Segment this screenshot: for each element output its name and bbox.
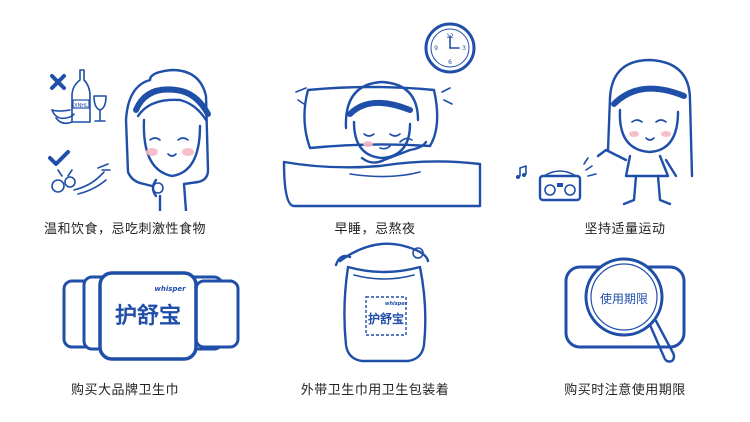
liquor-bottle-icon: XNHL — [71, 69, 91, 123]
wine-glass-icon — [93, 95, 107, 122]
pouch-brand-name: 护舒宝 — [368, 311, 404, 326]
blanket-shape — [282, 160, 482, 208]
sleep-illustration: 12 3 6 9 — [282, 22, 482, 208]
clock-number-9: 9 — [434, 45, 438, 52]
girl-eating-figure — [124, 68, 211, 211]
diet-caption: 温和饮食，忌吃刺激性食物 — [43, 222, 206, 237]
exercise-caption: 坚持适量运动 — [584, 222, 666, 237]
exercise-tip: 坚持适量运动 — [500, 0, 750, 237]
brand-sub-label: whisper — [154, 285, 186, 293]
brand-caption: 购买大品牌卫生巾 — [70, 383, 179, 398]
expiry-label: 使用期限 — [600, 291, 648, 306]
cross-icon — [50, 74, 66, 90]
dancing-girl-figure — [596, 58, 694, 206]
pad-package-front: whisper 护舒宝 — [98, 271, 198, 361]
bag-caption: 外带卫生巾用卫生包装着 — [300, 383, 450, 398]
sleep-caption: 早睡，忌熬夜 — [334, 222, 416, 237]
chili-pepper-icon — [51, 109, 75, 125]
pouch-brand-sub: whisper — [385, 301, 408, 307]
exercise-illustration — [516, 58, 694, 206]
drawstring-pouch-icon: whisper 护舒宝 — [334, 242, 430, 363]
clock-number-3: 3 — [462, 45, 466, 52]
brand-name-label: 护舒宝 — [115, 303, 181, 329]
diet-illustration: XNHL — [48, 68, 211, 211]
magnifier-icon: 使用期限 — [584, 257, 676, 363]
check-icon — [48, 150, 70, 166]
radio-icon — [538, 170, 582, 202]
expiry-tip: 使用期限 购买时注意使用期限 — [500, 211, 750, 422]
brand-illustration: whisper 护舒宝 — [62, 271, 240, 361]
pillow-shape — [303, 85, 439, 150]
expiry-caption: 购买时注意使用期限 — [564, 383, 686, 398]
expiry-illustration: 使用期限 — [564, 257, 686, 363]
diet-tip: XNHL — [0, 0, 250, 237]
bottle-label: XNHL — [74, 103, 88, 109]
clock-number-6: 6 — [448, 59, 452, 66]
brand-tip: whisper 护舒宝 购买大品牌卫生巾 — [0, 211, 250, 422]
sleep-tip: 12 3 6 9 — [250, 0, 500, 237]
vegetables-icon — [51, 163, 111, 195]
bag-illustration: whisper 护舒宝 — [334, 242, 430, 363]
clock-icon: 12 3 6 9 — [424, 22, 476, 74]
music-note-icon — [516, 157, 597, 179]
clock-number-12: 12 — [446, 33, 454, 40]
sleeping-girl-figure — [344, 80, 428, 164]
bag-tip: whisper 护舒宝 外带卫生巾用卫生包装着 — [250, 211, 500, 422]
